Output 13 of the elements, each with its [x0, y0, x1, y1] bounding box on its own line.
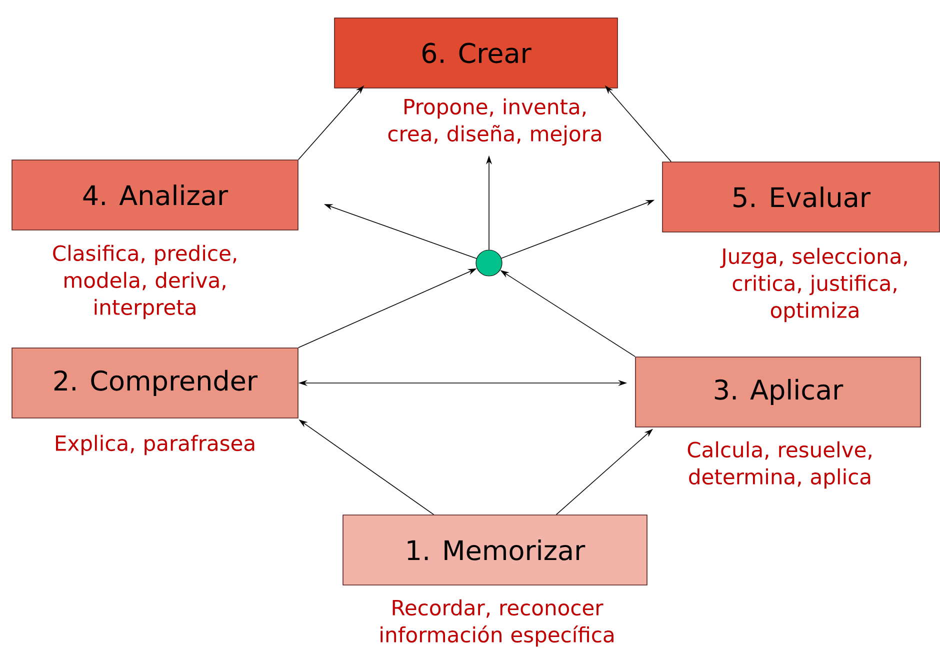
junction-circle	[476, 250, 502, 276]
level-box: 6. Crear	[334, 18, 618, 88]
level-box: 4. Analizar	[12, 160, 298, 230]
verb-list: Propone, inventa, crea, diseña, mejora	[388, 98, 601, 146]
level-box: 3. Aplicar	[635, 356, 921, 428]
verb-list: Juzga, selecciona, critica, justifica, optimiza	[720, 248, 907, 322]
level-box: 2. Comprender	[12, 348, 298, 418]
verb-list: Clasifica, predice, modela, deriva, interpreta	[53, 244, 236, 320]
verb-list: Calcula, resuelve, determina, aplica	[688, 441, 872, 489]
level-box: 1. Memorizar	[342, 514, 648, 586]
verb-list: Recordar, reconocer información específica	[380, 599, 614, 647]
level-box: 5. Evaluar	[662, 162, 940, 232]
verb-list: Explica, parafrasea	[56, 434, 254, 456]
